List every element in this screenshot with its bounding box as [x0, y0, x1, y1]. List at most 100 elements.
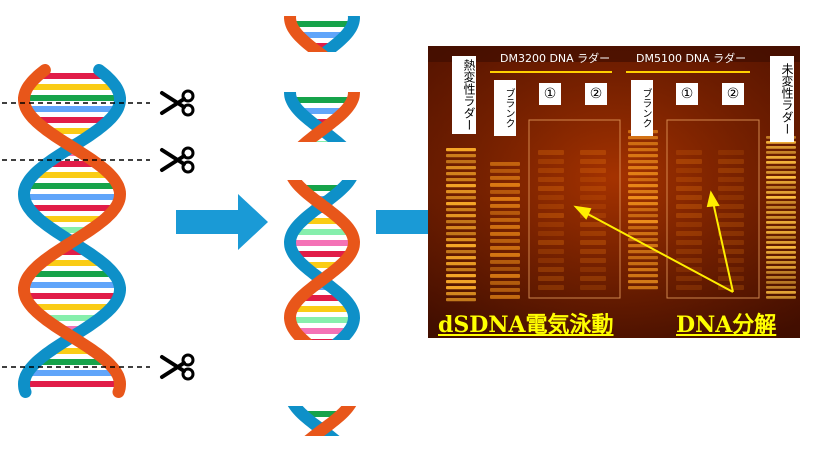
gel-band [580, 195, 606, 200]
gel-band [580, 177, 606, 182]
gel-band [676, 204, 702, 209]
gel-band [628, 274, 658, 277]
scissors-icon [162, 91, 193, 115]
gel-band [580, 159, 606, 164]
gel-band [766, 241, 796, 244]
gel-band [766, 296, 796, 299]
gel-band [676, 186, 702, 191]
gel-band [718, 267, 744, 272]
gel-band [718, 213, 744, 218]
gel-band [446, 226, 476, 229]
gel-band [538, 231, 564, 236]
gel-band [538, 222, 564, 227]
gel-band [676, 168, 702, 173]
gel-band [628, 202, 658, 205]
gel-band [628, 142, 658, 145]
gel-band [718, 204, 744, 209]
gel-band [490, 260, 520, 264]
gel-band [538, 168, 564, 173]
gel-band [446, 280, 476, 283]
gel-band [766, 166, 796, 169]
gel-band [718, 177, 744, 182]
lane-label-sample-2a: ① [676, 83, 698, 105]
gel-band [446, 184, 476, 187]
dna-fragment [290, 72, 354, 162]
gel-band [580, 276, 606, 281]
gel-band [628, 208, 658, 211]
gel-band [446, 238, 476, 241]
gel-band [446, 190, 476, 193]
gel-band [676, 177, 702, 182]
gel-band [580, 240, 606, 245]
gel-band [446, 268, 476, 271]
gel-band [580, 150, 606, 155]
gel-band [628, 250, 658, 253]
gel-band [766, 256, 796, 259]
gel-band [628, 262, 658, 265]
gel-band [718, 186, 744, 191]
gel-band [446, 250, 476, 253]
gel-band [538, 213, 564, 218]
gel-band [538, 195, 564, 200]
gel-band [718, 168, 744, 173]
gel-band [490, 183, 520, 187]
gel-band [766, 191, 796, 194]
gel-band [446, 256, 476, 259]
scissors-icon [162, 355, 193, 379]
gel-band [490, 197, 520, 201]
gel-band [490, 204, 520, 208]
gel-band [446, 166, 476, 169]
gel-band [718, 195, 744, 200]
gel-band [446, 292, 476, 295]
gel-band [446, 220, 476, 223]
gel-band [490, 162, 520, 166]
gel-band [446, 298, 476, 301]
gel-band [446, 178, 476, 181]
gel-band [490, 246, 520, 250]
gel-band [676, 195, 702, 200]
gel-band [580, 231, 606, 236]
gel-band [628, 166, 658, 169]
gel-band [718, 258, 744, 263]
gel-band [766, 281, 796, 284]
gel-band [676, 285, 702, 290]
gel-band [766, 271, 796, 274]
gel-band [676, 276, 702, 281]
gel-band [766, 161, 796, 164]
lane-label-sample-1a: ① [539, 83, 561, 105]
gel-band [766, 251, 796, 254]
gel-band [538, 240, 564, 245]
gel-band [580, 186, 606, 191]
gel-band [766, 236, 796, 239]
gel-band [676, 150, 702, 155]
gel-band [446, 154, 476, 157]
gel-band [580, 285, 606, 290]
gel-band [490, 239, 520, 243]
gel-band [676, 231, 702, 236]
caption-dna-degradation: DNA分解 [676, 312, 776, 338]
gel-band [676, 240, 702, 245]
gel-band [676, 258, 702, 263]
gel-band [446, 208, 476, 211]
gel-band [628, 232, 658, 235]
gel-band [676, 222, 702, 227]
gel-band [766, 181, 796, 184]
gel-band [538, 258, 564, 263]
gel-band [766, 176, 796, 179]
lane-label-blank-2: ブランク [631, 80, 653, 136]
gel-band [580, 267, 606, 272]
gel-band [446, 214, 476, 217]
gel-band [628, 184, 658, 187]
gel-band [718, 249, 744, 254]
gel-band [490, 274, 520, 278]
gel-band [628, 148, 658, 151]
gel-band [628, 280, 658, 283]
group2-title: DM5100 DNA ラダー [636, 52, 746, 66]
gel-band [490, 281, 520, 285]
dna-fragment [290, 386, 354, 456]
gel-band [490, 232, 520, 236]
lane-label-blank-1: ブランク [494, 80, 516, 136]
gel-band [766, 221, 796, 224]
gel-band [538, 177, 564, 182]
gel-band [446, 148, 476, 151]
